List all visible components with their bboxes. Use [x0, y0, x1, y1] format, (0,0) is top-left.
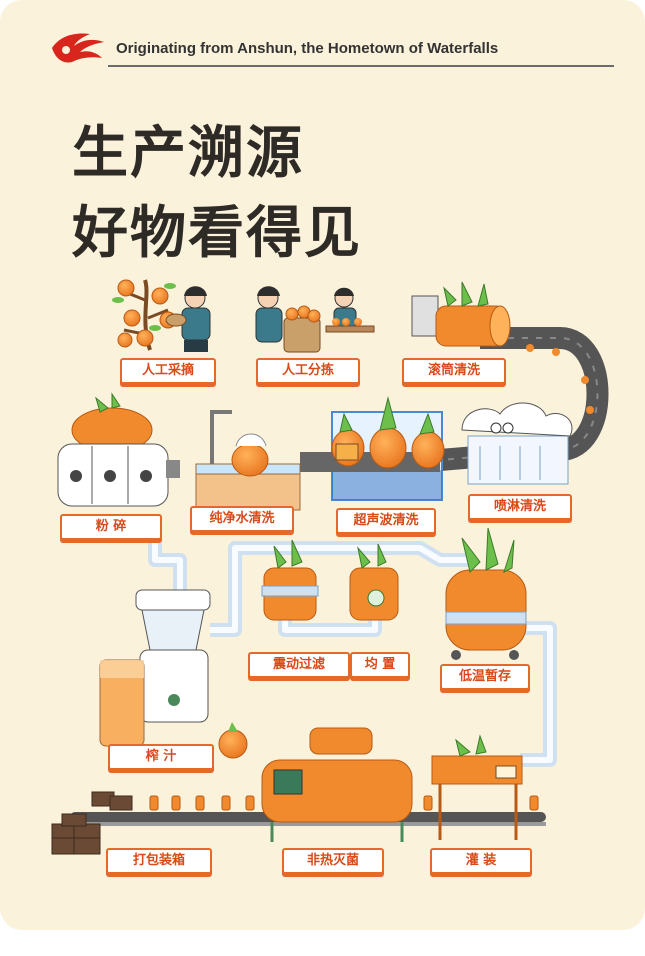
- step-label-juice: 榨 汁: [108, 744, 214, 770]
- filter-tank-icon: [261, 539, 319, 621]
- title-line-2: 好物看得见: [72, 201, 362, 266]
- step-label-spray-wash: 喷淋清洗: [468, 494, 572, 520]
- pure-water-tank-icon: [195, 410, 301, 511]
- step-label-crush: 粉 碎: [60, 514, 162, 540]
- step-label-picking: 人工采摘: [120, 358, 216, 384]
- boxes-icon: [51, 791, 133, 855]
- header-tagline: Originating from Anshun, the Hometown of…: [116, 40, 499, 57]
- step-label-ultrasonic-wash: 超声波清洗: [336, 508, 436, 534]
- homogenizer-tank-icon: [349, 543, 399, 621]
- ultrasonic-washer-icon: [300, 396, 445, 501]
- cold-storage-tank-icon: [445, 527, 527, 660]
- title-line-1: 生产溯源: [72, 121, 304, 186]
- step-label-sorting: 人工分拣: [256, 358, 360, 384]
- process-illustration: [51, 279, 609, 855]
- step-label-filling: 灌 装: [430, 848, 532, 874]
- filling-machine-icon: [431, 734, 523, 840]
- picking-icon: [112, 279, 211, 352]
- step-label-homogenize: 均 置: [350, 652, 410, 678]
- spray-washer-icon: [461, 402, 573, 485]
- step-label-drum-wash: 滚筒清洗: [402, 358, 506, 384]
- sterilizer-icon: [261, 727, 413, 842]
- crusher-icon: [57, 392, 180, 507]
- step-label-packing: 打包装箱: [106, 848, 212, 874]
- step-label-cold-storage: 低温暂存: [440, 664, 530, 690]
- conveyor-curve: [439, 327, 609, 471]
- sorting-icon: [255, 286, 375, 353]
- drum-washer-icon: [411, 281, 511, 347]
- header-divider: [108, 65, 614, 67]
- step-label-sterilization: 非热灭菌: [282, 848, 384, 874]
- brand-logo-icon: [52, 33, 104, 63]
- step-label-vibration-filter: 震动过滤: [248, 652, 350, 678]
- poster-card: Originating from Anshun, the Hometown of…: [0, 0, 645, 930]
- step-label-pure-water-wash: 纯净水清洗: [190, 506, 294, 532]
- juicer-icon: [99, 589, 248, 759]
